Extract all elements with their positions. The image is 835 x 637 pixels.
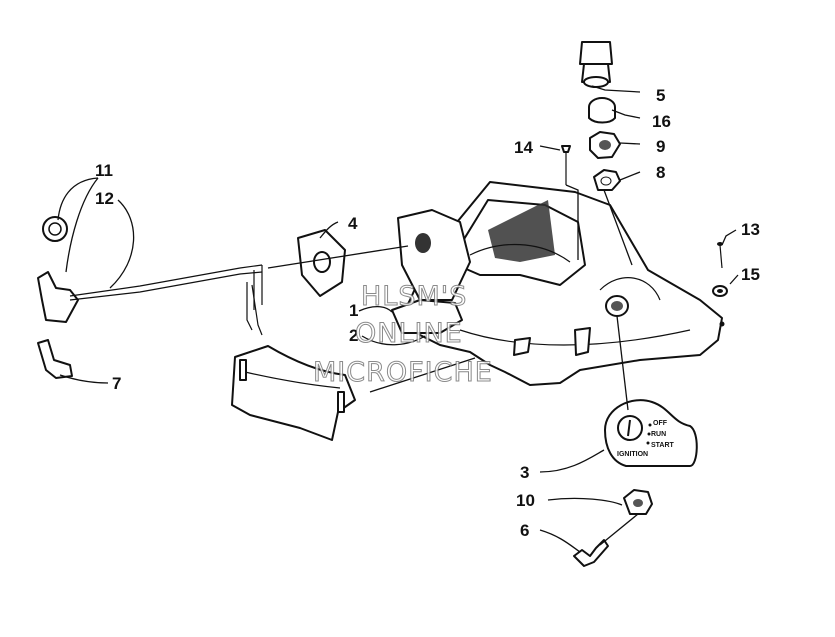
callout-3: 3 <box>520 463 529 482</box>
callout-8: 8 <box>656 163 665 182</box>
callout-16: 16 <box>652 112 671 131</box>
throttle-cable-assembly <box>37 216 263 379</box>
dial-label-off: OFF <box>653 420 668 427</box>
dial-label-start: START <box>651 442 675 449</box>
callout-7: 7 <box>112 374 121 393</box>
leader-lines <box>57 85 739 553</box>
callout-11: 11 <box>95 161 113 180</box>
callout-6: 6 <box>520 521 529 540</box>
panel-part-2 <box>231 345 356 441</box>
callout-1: 1 <box>349 301 358 320</box>
nut-part-10 <box>623 489 653 515</box>
key-part-6 <box>573 539 609 567</box>
callout-labels: 5 16 9 8 14 13 15 4 1 2 11 12 7 3 10 6 <box>95 86 760 540</box>
watermark-line-1: HLSM'S <box>361 281 467 312</box>
callout-14: 14 <box>514 138 533 157</box>
callout-12: 12 <box>95 189 114 208</box>
screw-part-13 <box>712 242 728 297</box>
watermark: HLSM'S ONLINE MICROFICHE <box>313 281 493 389</box>
callout-13: 13 <box>741 220 760 239</box>
callout-4: 4 <box>348 214 358 233</box>
watermark-line-3: MICROFICHE <box>313 357 493 388</box>
callout-9: 9 <box>656 137 665 156</box>
callout-15: 15 <box>741 265 760 284</box>
console-housing <box>397 181 725 386</box>
callout-10: 10 <box>516 491 535 510</box>
callout-2: 2 <box>349 326 358 345</box>
ignition-switch-stack <box>579 41 621 191</box>
ignition-dial-plate: OFF RUN START IGNITION <box>604 399 698 467</box>
watermark-line-2: ONLINE <box>355 318 463 349</box>
screw-part-14 <box>561 145 571 185</box>
plate-part-4 <box>297 229 346 297</box>
callout-5: 5 <box>656 86 665 105</box>
panel-part-1 <box>391 299 463 334</box>
dial-label-run: RUN <box>651 431 666 438</box>
dial-label-ignition: IGNITION <box>617 451 648 458</box>
